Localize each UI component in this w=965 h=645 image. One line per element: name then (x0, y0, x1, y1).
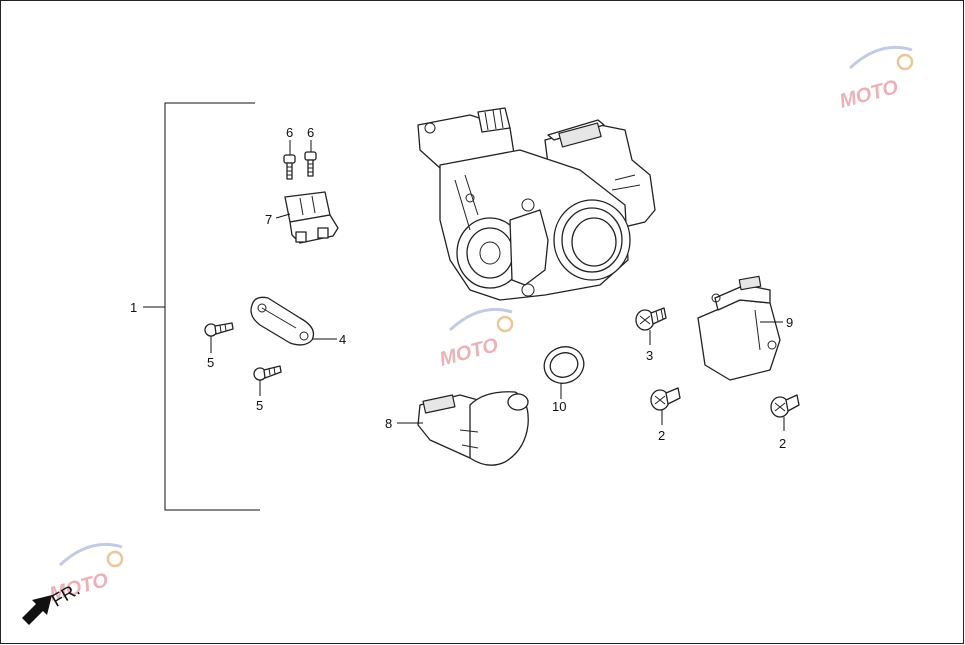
callout-9: 9 (786, 315, 793, 330)
screw-part-6b (304, 151, 317, 177)
callout-5b: 5 (256, 398, 263, 413)
callout-2a: 2 (658, 428, 665, 443)
screw-part-2a (650, 387, 681, 411)
bracket-part-1 (164, 102, 260, 511)
screw-part-2b (770, 394, 800, 418)
arrow-down-left-icon (22, 595, 52, 625)
o-ring-part-10 (543, 346, 585, 384)
callout-10: 10 (552, 399, 566, 414)
callout-1: 1 (130, 300, 137, 315)
callout-3: 3 (646, 348, 653, 363)
watermark-text: MOTO (437, 334, 501, 371)
sensor-part-9 (697, 275, 781, 381)
callout-7: 7 (265, 212, 272, 227)
callout-4: 4 (339, 332, 346, 347)
watermark-text: MOTO (837, 76, 901, 113)
leader-7 (275, 213, 291, 219)
callout-5a: 5 (207, 355, 214, 370)
screw-part-5a (204, 322, 234, 337)
screw-part-5b (253, 365, 282, 381)
watermark-center: MOTO (437, 307, 514, 371)
callout-6b: 6 (307, 125, 314, 140)
screw-part-3 (635, 307, 667, 331)
callout-6a: 6 (286, 125, 293, 140)
screw-part-6a (283, 154, 296, 180)
callout-2c: 2 (779, 436, 786, 451)
bracket-part-7 (284, 191, 339, 244)
throttle-body-assembly (417, 107, 656, 301)
watermark-top-right: MOTO (837, 45, 914, 113)
callout-8: 8 (385, 416, 392, 431)
valve-part-8 (417, 391, 529, 466)
plate-part-4 (250, 296, 315, 346)
